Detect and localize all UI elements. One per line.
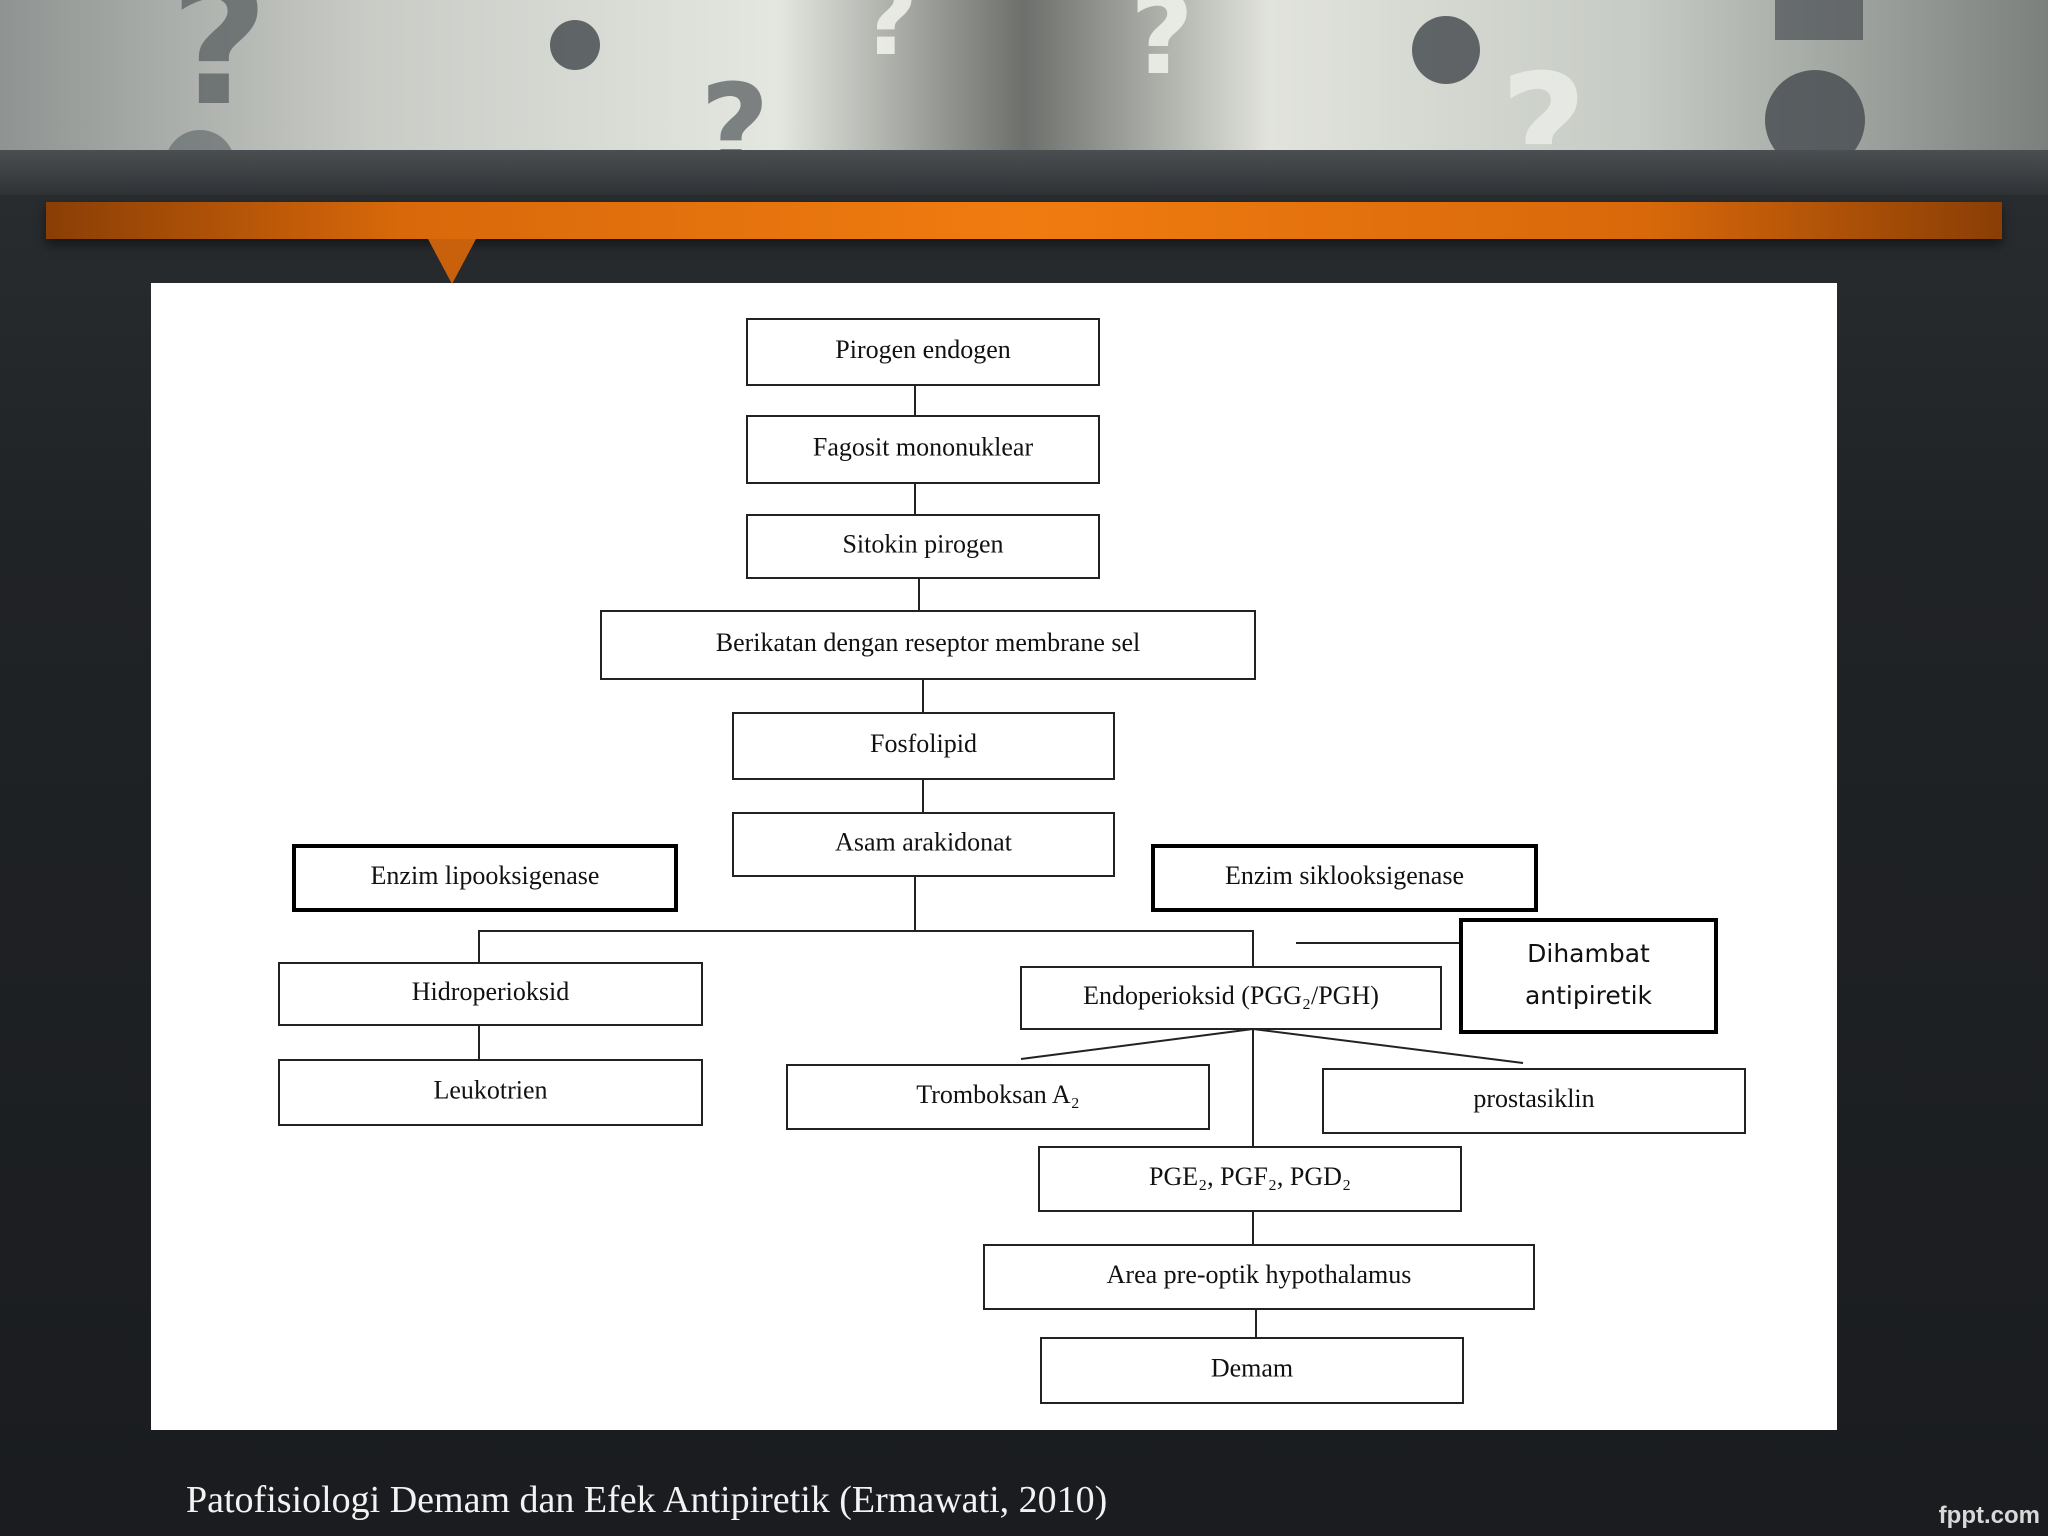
header-banner-image: ? ? ? ? ? bbox=[0, 0, 2048, 195]
question-mark-icon: ? bbox=[1130, 0, 1194, 99]
edge-endoperioksid-to-prostasiklin bbox=[1252, 1028, 1524, 1064]
node-label: Fagosit mononuklear bbox=[813, 432, 1034, 461]
node-leukotrien: Leukotrien bbox=[278, 1059, 703, 1126]
question-mark-icon: ? bbox=[860, 0, 919, 78]
strip-pointer bbox=[428, 239, 476, 284]
node-box bbox=[1459, 918, 1718, 1034]
orange-accent-strip bbox=[46, 202, 2002, 239]
node-box bbox=[1040, 1337, 1464, 1404]
node-hidroperioksid: Hidroperioksid bbox=[278, 962, 703, 1026]
edge-asam-arakidonat-to-endoperioksid bbox=[915, 930, 1254, 967]
node-label: Dihambat bbox=[1527, 939, 1650, 968]
node-dihambat-antipiretik: Dihambat antipiretik bbox=[1459, 918, 1718, 1034]
node-label: Leukotrien bbox=[433, 1075, 547, 1104]
node-endoperioksid: Endoperioksid (PGG₂/PGH) bbox=[1020, 966, 1442, 1030]
node-berikatan-reseptor: Berikatan dengan reseptor membrane sel bbox=[600, 610, 1256, 680]
brand-watermark: fppt.com bbox=[1938, 1502, 2040, 1529]
node-tromboksan: Tromboksan A₂ bbox=[786, 1064, 1210, 1130]
node-label: Hidroperioksid bbox=[412, 977, 569, 1006]
node-box bbox=[600, 610, 1256, 680]
node-box bbox=[1020, 966, 1442, 1030]
node-label: antipiretik bbox=[1525, 981, 1653, 1010]
node-label: Enzim siklooksigenase bbox=[1225, 861, 1464, 890]
node-label: prostasiklin bbox=[1473, 1084, 1594, 1113]
node-label: Area pre-optik hypothalamus bbox=[1107, 1260, 1412, 1289]
node-box bbox=[1322, 1068, 1746, 1134]
edge-endoperioksid-to-tromboksan bbox=[1020, 1028, 1254, 1060]
node-box bbox=[278, 962, 703, 1026]
node-label: Berikatan dengan reseptor membrane sel bbox=[716, 628, 1141, 657]
node-box bbox=[1038, 1146, 1462, 1212]
decorative-dot bbox=[550, 20, 600, 70]
banner-shade bbox=[0, 150, 2048, 195]
node-enzim-siklooksigenase: Enzim siklooksigenase bbox=[1151, 844, 1538, 912]
edge-asam-arakidonat-to-hidroperioksid bbox=[478, 876, 916, 963]
node-box bbox=[983, 1244, 1535, 1310]
node-pirogen-endogen: Pirogen endogen bbox=[746, 318, 1100, 386]
node-box bbox=[732, 712, 1115, 780]
node-label: Endoperioksid (PGG₂/PGH) bbox=[1083, 981, 1379, 1010]
node-box bbox=[746, 514, 1100, 579]
question-mark-icon: ? bbox=[170, 0, 269, 144]
node-box bbox=[292, 844, 678, 912]
node-pge-pgf-pgd: PGE₂, PGF₂, PGD₂ bbox=[1038, 1146, 1462, 1212]
node-area-preoptik: Area pre-optik hypothalamus bbox=[983, 1244, 1535, 1310]
node-fagosit-mononuklear: Fagosit mononuklear bbox=[746, 415, 1100, 484]
edges-layer bbox=[478, 385, 1524, 1338]
node-label: Pirogen endogen bbox=[835, 335, 1010, 364]
node-fosfolipid: Fosfolipid bbox=[732, 712, 1115, 780]
node-label: Enzim lipooksigenase bbox=[371, 861, 600, 890]
node-box bbox=[278, 1059, 703, 1126]
node-enzim-lipooksigenase: Enzim lipooksigenase bbox=[292, 844, 678, 912]
node-label: Fosfolipid bbox=[870, 729, 977, 758]
node-box bbox=[1151, 844, 1538, 912]
slide-caption: Patofisiologi Demam dan Efek Antipiretik… bbox=[186, 1479, 1108, 1521]
node-box bbox=[732, 812, 1115, 877]
node-sitokin-pirogen: Sitokin pirogen bbox=[746, 514, 1100, 579]
node-label: Asam arakidonat bbox=[835, 827, 1013, 856]
node-label: Tromboksan A₂ bbox=[916, 1080, 1079, 1109]
node-box bbox=[746, 318, 1100, 386]
node-label: Demam bbox=[1211, 1353, 1293, 1382]
node-asam-arakidonat: Asam arakidonat bbox=[732, 812, 1115, 877]
node-label: PGE₂, PGF₂, PGD₂ bbox=[1149, 1162, 1351, 1191]
decorative-dot bbox=[1412, 16, 1480, 84]
node-prostasiklin: prostasiklin bbox=[1322, 1068, 1746, 1134]
node-demam: Demam bbox=[1040, 1337, 1464, 1404]
node-label: Sitokin pirogen bbox=[842, 529, 1003, 558]
decorative-block bbox=[1775, 0, 1863, 40]
node-box bbox=[786, 1064, 1210, 1130]
node-box bbox=[746, 415, 1100, 484]
